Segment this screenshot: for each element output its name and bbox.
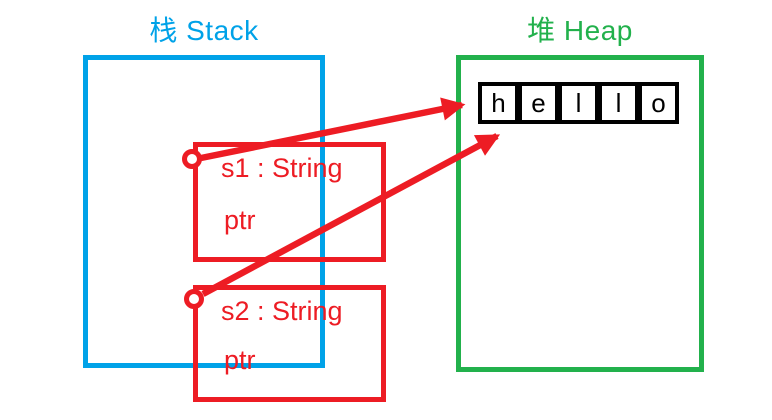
stack-frame-s1: s1 : String ptr — [193, 142, 386, 262]
frame-s1-label: s1 : String — [221, 153, 343, 183]
heap-string-cells: h e l l o — [478, 82, 679, 124]
frame-s2-ptr-label: ptr — [224, 345, 256, 375]
frame-s2-label: s2 : String — [221, 296, 343, 326]
stack-frame-s2: s2 : String ptr — [193, 285, 386, 402]
heap-cell: l — [562, 86, 595, 120]
frame-s1-ptr-label: ptr — [224, 205, 256, 235]
stack-box: s1 : String ptr s2 : String ptr — [83, 55, 386, 402]
stack-title: 栈 Stack — [149, 15, 259, 46]
heap-cell: l — [602, 86, 635, 120]
heap-box: h e l l o — [456, 55, 704, 372]
heap-title: 堆 Heap — [527, 15, 633, 46]
heap-cell: o — [642, 86, 675, 120]
heap-cell: h — [482, 86, 515, 120]
heap-cell: e — [522, 86, 555, 120]
